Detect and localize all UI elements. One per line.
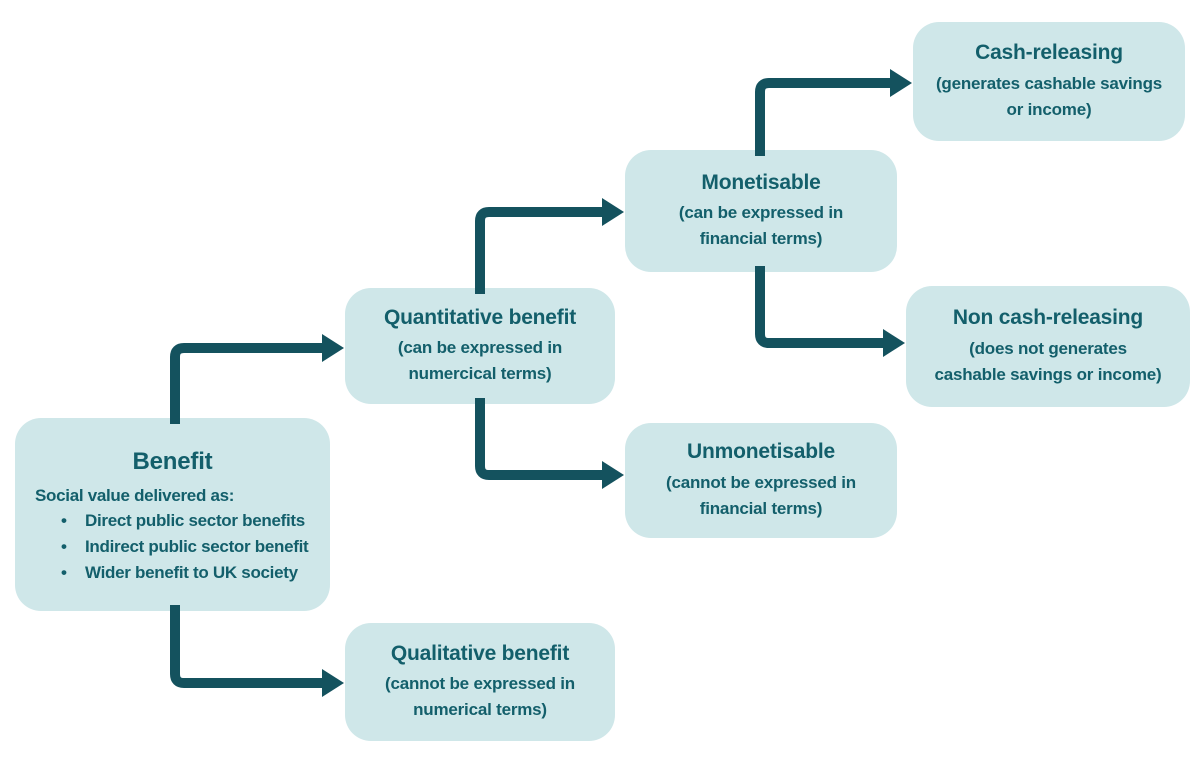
node-title: Non cash-releasing [952, 306, 1144, 330]
bullet-dot: • [61, 563, 67, 582]
connector-quantitative-to-monetisable [475, 198, 624, 294]
node-intro: Social value delivered as: [35, 486, 235, 505]
bullet-text: Direct public sector benefits [85, 511, 305, 530]
list-item: • Wider benefit to UK society [27, 560, 318, 586]
connector-benefit-to-quantitative [170, 334, 344, 424]
node-title: Monetisable [701, 170, 821, 194]
connector-benefit-to-qualitative [170, 605, 344, 697]
node-body: (does not generates cashable savings or … [934, 338, 1162, 384]
arrowhead-icon [602, 461, 624, 489]
connector-quantitative-to-unmonetisable [475, 398, 624, 489]
node-body: (cannot be expressed in financial terms) [665, 472, 856, 518]
arrowhead-icon [322, 669, 344, 697]
arrowhead-icon [602, 198, 624, 226]
benefit-bullet-list: • Direct public sector benefits • Indire… [27, 508, 318, 586]
node-unmonetisable: Unmonetisable (cannot be expressed in fi… [625, 423, 897, 538]
node-qualitative-benefit: Qualitative benefit (cannot be expressed… [345, 623, 615, 741]
node-benefit: Benefit Social value delivered as: • Dir… [15, 418, 330, 611]
node-quantitative-benefit: Quantitative benefit (can be expressed i… [345, 288, 615, 404]
connector-monetisable-to-non-cash-releasing [755, 266, 905, 357]
node-body: (cannot be expressed in numerical terms) [384, 674, 575, 720]
node-title: Qualitative benefit [390, 641, 570, 665]
node-title: Benefit [132, 448, 213, 475]
node-body: (can be expressed in financial terms) [678, 203, 844, 249]
bullet-dot: • [61, 537, 67, 556]
arrowhead-icon [322, 334, 344, 362]
node-body: (generates cashable savings or income) [935, 73, 1163, 119]
node-monetisable: Monetisable (can be expressed in financi… [625, 150, 897, 272]
node-title: Quantitative benefit [383, 305, 577, 329]
node-title: Unmonetisable [687, 440, 835, 464]
node-title: Cash-releasing [975, 41, 1123, 65]
bullet-dot: • [61, 511, 67, 530]
node-non-cash-releasing: Non cash-releasing (does not generates c… [906, 286, 1190, 407]
bullet-text: Indirect public sector benefit [85, 537, 309, 556]
connector-monetisable-to-cash-releasing [755, 69, 912, 156]
node-body: (can be expressed in numercical terms) [397, 338, 563, 384]
list-item: • Indirect public sector benefit [27, 534, 318, 560]
arrowhead-icon [883, 329, 905, 357]
bullet-text: Wider benefit to UK society [85, 563, 298, 582]
node-cash-releasing: Cash-releasing (generates cashable savin… [913, 22, 1185, 141]
arrowhead-icon [890, 69, 912, 97]
list-item: • Direct public sector benefits [27, 508, 318, 534]
